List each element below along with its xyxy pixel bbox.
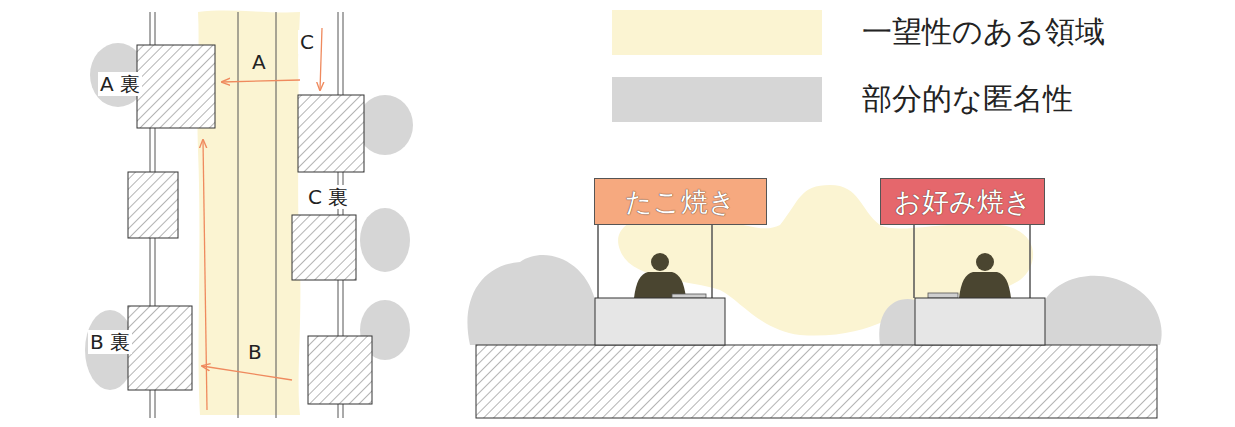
counter-items <box>672 293 958 298</box>
legend-swatch <box>612 77 822 122</box>
area-label: B 裏 <box>88 330 132 354</box>
street-plan <box>85 11 413 418</box>
legend-text: 一望性のある領域 <box>862 12 1105 52</box>
sign-text: お好み焼き <box>894 184 1032 220</box>
sign-text: たこ焼き <box>625 184 736 220</box>
stall-poles <box>598 225 1030 298</box>
stall-scene <box>467 185 1161 418</box>
area-label: C 裏 <box>306 185 350 209</box>
area-label: B <box>246 340 264 364</box>
legend-swatch <box>612 10 822 55</box>
counters <box>595 298 1045 345</box>
buildings <box>128 45 372 404</box>
vendors <box>634 253 1011 298</box>
area-label: C <box>298 30 316 54</box>
anonymity-blobs <box>467 255 1161 345</box>
area-label: A 裏 <box>98 72 142 96</box>
ground <box>476 345 1157 418</box>
legend-text: 部分的な匿名性 <box>862 79 1073 119</box>
stall-sign: たこ焼き <box>594 178 767 225</box>
sightline-arrows <box>202 28 322 410</box>
area-label: A <box>250 50 268 74</box>
stall-sign: お好み焼き <box>880 178 1045 225</box>
